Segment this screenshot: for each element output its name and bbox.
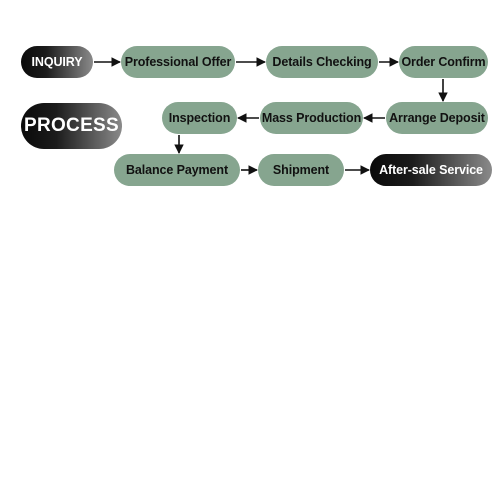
step-balance-payment: Balance Payment [114, 154, 240, 186]
step-details-checking: Details Checking [266, 46, 378, 78]
step-inspection: Inspection [162, 102, 237, 134]
step-arrange-deposit: Arrange Deposit [386, 102, 488, 134]
step-mass-production: Mass Production [260, 102, 363, 134]
step-label: Shipment [272, 163, 330, 177]
step-order-confirm: Order Confirm [399, 46, 488, 78]
process-label: PROCESS [23, 115, 119, 136]
step-label: Balance Payment [125, 163, 229, 177]
process-badge: PROCESS [21, 103, 122, 149]
inquiry-label: INQUIRY [31, 55, 83, 69]
step-label: Mass Production [261, 111, 362, 125]
step-label: Order Confirm [401, 55, 486, 69]
after-sale-label: After-sale Service [379, 163, 483, 177]
step-label: Arrange Deposit [389, 111, 485, 125]
step-label: Details Checking [272, 55, 372, 69]
after-sale-service-node: After-sale Service [370, 154, 492, 186]
step-label: Professional Offer [124, 55, 232, 69]
inquiry-node: INQUIRY [21, 46, 93, 78]
step-shipment: Shipment [258, 154, 344, 186]
step-label: Inspection [168, 111, 231, 125]
step-professional-offer: Professional Offer [121, 46, 235, 78]
